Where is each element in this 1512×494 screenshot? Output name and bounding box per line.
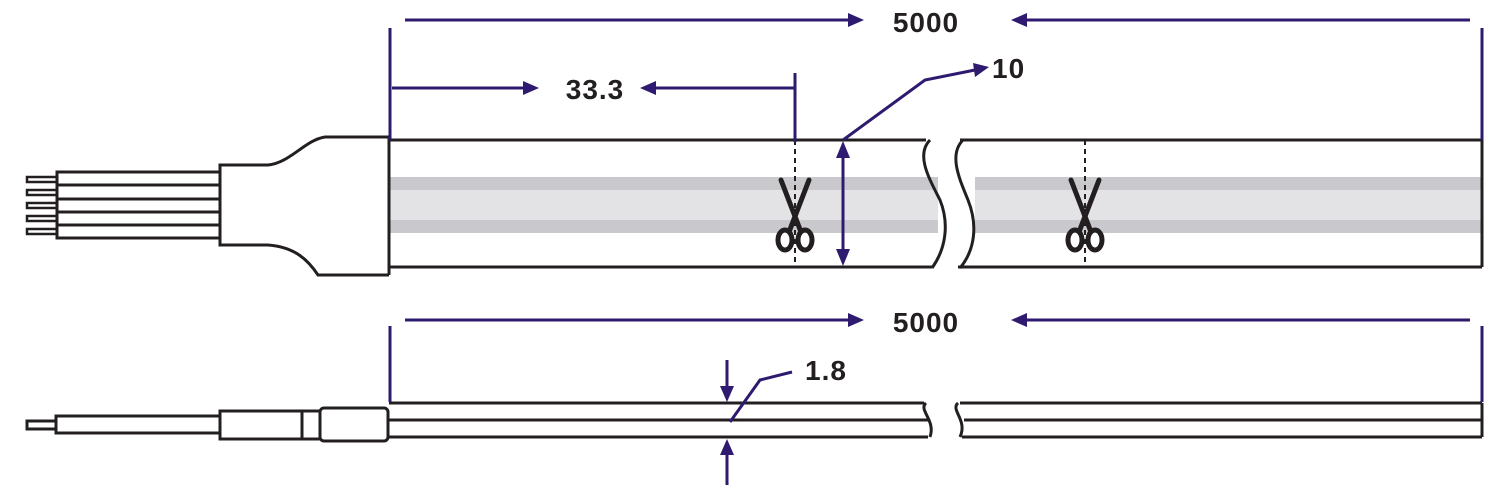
length-label: 5000 bbox=[893, 7, 959, 38]
width-label: 10 bbox=[992, 53, 1025, 84]
cut-pitch-label: 33.3 bbox=[566, 74, 625, 105]
length-label: 5000 bbox=[893, 307, 959, 338]
cut-mark-1 bbox=[778, 140, 812, 267]
thickness-label: 1.8 bbox=[805, 355, 847, 386]
width-dimension: 10 bbox=[836, 53, 1025, 266]
strip-profile bbox=[389, 401, 1484, 439]
cut-mark-2 bbox=[1068, 140, 1102, 267]
length-dimension-side: 5000 bbox=[388, 307, 1484, 402]
cut-pitch-dimension: 33.3 bbox=[392, 73, 797, 142]
length-dimension-top: 5000 bbox=[388, 7, 1484, 140]
top-view: 5000 33.3 10 bbox=[25, 7, 1484, 277]
connector-top bbox=[25, 135, 389, 277]
connector-side bbox=[25, 406, 390, 443]
strip-outline bbox=[387, 137, 1484, 275]
side-view: 5000 1.8 bbox=[25, 307, 1484, 485]
strip-bands bbox=[390, 177, 1482, 233]
thickness-dimension: 1.8 bbox=[720, 355, 847, 485]
